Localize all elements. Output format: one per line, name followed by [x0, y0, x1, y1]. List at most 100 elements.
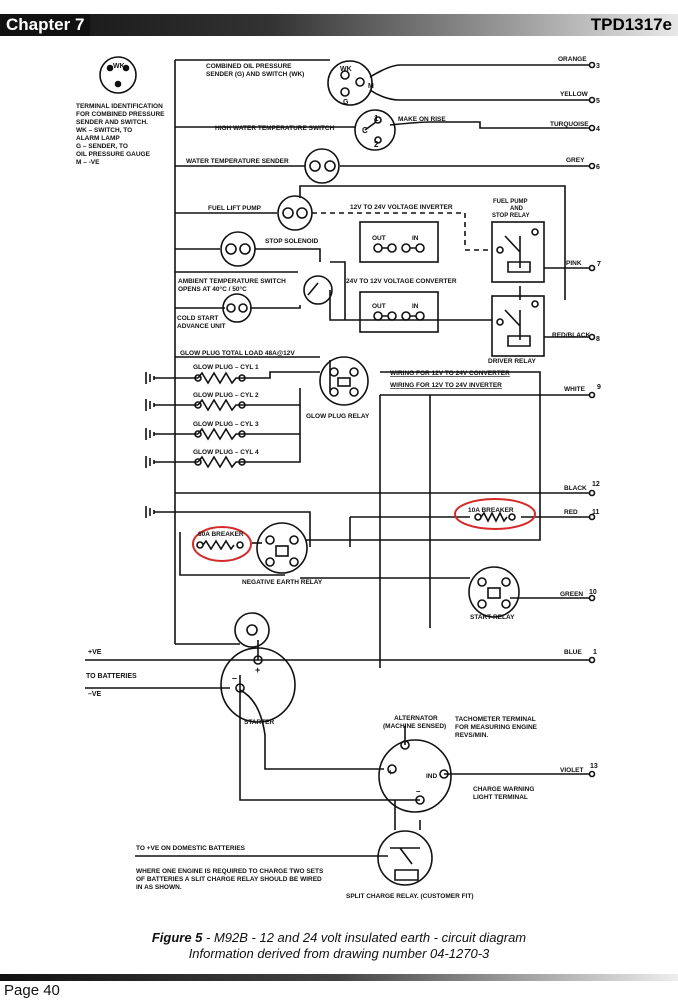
circuit-diagram: WK WK G M C 1 2 TERMINAL IDENTIFICATION … — [76, 56, 601, 900]
oil-pressure-label-1: COMBINED OIL PRESSURE — [206, 63, 292, 70]
ambient-switch-label-2: OPENS AT 40°C / 50°C — [178, 285, 247, 293]
inverter-label: 12V TO 24V VOLTAGE INVERTER — [350, 204, 453, 211]
svg-text:7: 7 — [597, 261, 601, 268]
chapter-label: Chapter 7 — [0, 14, 91, 36]
pressure-connector-symbol — [99, 56, 137, 94]
svg-text:10: 10 — [589, 589, 597, 596]
wire-blue: BLUE — [564, 649, 582, 656]
svg-text:SENDER AND SWITCH.: SENDER AND SWITCH. — [76, 119, 148, 126]
switch-pin-c: C — [362, 126, 368, 135]
figure-subtitle: Information derived from drawing number … — [188, 946, 490, 961]
svg-text:13: 13 — [590, 763, 598, 770]
converter-label: 24V TO 12V VOLTAGE CONVERTER — [346, 278, 457, 285]
wire-yellow: YELLOW — [560, 91, 589, 98]
voltage-converter-box — [359, 291, 439, 333]
cold-start-label-2: ADVANCE UNIT — [177, 323, 226, 330]
make-on-rise-label: MAKE ON RISE — [398, 116, 446, 123]
split-note-1: WHERE ONE ENGINE IS REQUIRED TO CHARGE T… — [136, 868, 324, 875]
svg-text:1: 1 — [593, 649, 597, 656]
breaker-10a — [454, 498, 536, 530]
figure-caption: Figure 5 - M92B - 12 and 24 volt insulat… — [0, 930, 678, 945]
start-relay-label: START RELAY — [470, 614, 515, 621]
page-footer: Page 40 — [0, 968, 678, 1000]
svg-text:OIL PRESSURE GAUGE: OIL PRESSURE GAUGE — [76, 151, 151, 158]
plus-ve-label: +VE — [88, 649, 102, 656]
wire-turquoise: TURQUOISE — [550, 121, 589, 128]
starter-label: STARTER — [244, 719, 275, 726]
footer-bar — [0, 974, 678, 981]
svg-text:8: 8 — [596, 336, 600, 343]
svg-text:12: 12 — [592, 481, 600, 488]
svg-text:G – SENDER, TO: G – SENDER, TO — [76, 143, 128, 150]
svg-text:TERMINAL IDENTIFICATION: TERMINAL IDENTIFICATION — [76, 103, 163, 110]
svg-text:11: 11 — [592, 509, 600, 516]
charge-warning-label-2: LIGHT TERMINAL — [473, 794, 528, 801]
earth-symbols — [145, 372, 160, 518]
svg-text:ALARM LAMP: ALARM LAMP — [76, 135, 120, 142]
wire-black: BLACK — [564, 485, 587, 492]
converter-out-label: OUT — [372, 303, 386, 310]
svg-text:WK – SWITCH, TO: WK – SWITCH, TO — [76, 127, 132, 134]
oil-pressure-sender — [327, 60, 373, 106]
starter-plus: + — [255, 665, 260, 675]
fuel-lift-pump-label: FUEL LIFT PUMP — [208, 205, 262, 212]
wire-green: GREEN — [560, 591, 583, 598]
cold-start-label-1: COLD START — [177, 315, 218, 322]
alternator-plus: + — [388, 768, 393, 777]
breaker-10a-label: 10A BREAKER — [468, 507, 514, 514]
alternator — [378, 739, 452, 813]
header-bar — [0, 14, 678, 36]
inverter-out-label: OUT — [372, 235, 386, 242]
ambient-temp-switch — [303, 275, 333, 305]
fuel-pump-relay-label-1: FUEL PUMP — [493, 199, 528, 205]
wiring-converter-label: WIRING FOR 12V TO 24V CONVERTER — [390, 370, 510, 377]
negative-earth-relay — [256, 522, 308, 574]
page-header: Chapter 7 TPD1317e — [0, 0, 678, 40]
svg-text:9: 9 — [597, 384, 601, 391]
high-water-temp-label: HIGH WATER TEMPERATURE SWITCH — [215, 125, 335, 132]
glow-plug-cyl2: GLOW PLUG – CYL 2 — [193, 392, 259, 399]
driver-relay-label: DRIVER RELAY — [488, 358, 536, 365]
split-note-3: IN AS SHOWN. — [136, 884, 182, 891]
cold-start-advance-unit — [222, 293, 252, 323]
start-relay — [468, 566, 520, 618]
negative-earth-relay-label: NEGATIVE EARTH RELAY — [242, 579, 323, 586]
water-temp-sender — [304, 148, 340, 184]
svg-text:6: 6 — [596, 164, 600, 171]
stop-solenoid-label: STOP SOLENOID — [265, 238, 319, 245]
sender-pin-m: M — [368, 83, 374, 90]
tachometer-label-1: TACHOMETER TERMINAL — [455, 716, 536, 723]
switch-pin-1: 1 — [374, 114, 379, 123]
fuel-pump-relay-label-3: STOP RELAY — [492, 213, 530, 219]
svg-text:FOR COMBINED PRESSURE: FOR COMBINED PRESSURE — [76, 111, 165, 118]
svg-text:4: 4 — [596, 126, 600, 133]
wiring — [85, 59, 590, 857]
svg-text:5: 5 — [596, 98, 600, 105]
minus-ve-label: –VE — [88, 691, 102, 698]
wire-red-black: RED/BLACK — [552, 332, 591, 339]
alternator-minus: – — [416, 787, 421, 796]
wire-grey: GREY — [566, 157, 585, 164]
domestic-label: TO +VE ON DOMESTIC BATTERIES — [136, 845, 246, 852]
inverter-in-label: IN — [412, 235, 419, 242]
document-number: TPD1317e — [590, 15, 672, 34]
alternator-label-1: ALTERNATOR — [394, 715, 438, 722]
glow-plug-cyl1: GLOW PLUG – CYL 1 — [193, 364, 259, 371]
glow-plug-relay — [319, 356, 369, 406]
svg-text:3: 3 — [596, 63, 600, 70]
breaker-80a — [192, 526, 252, 562]
glow-plug-cyl3: GLOW PLUG – CYL 3 — [193, 421, 259, 428]
driver-relay — [491, 295, 545, 357]
wire-white: WHITE — [564, 386, 586, 393]
glow-plug-total-label: GLOW PLUG TOTAL LOAD 48A@12V — [180, 350, 295, 357]
pin-wk: WK — [113, 63, 125, 70]
wire-violet: VIOLET — [560, 767, 584, 774]
fuel-pump-stop-relay — [491, 221, 545, 283]
charge-warning-label-1: CHARGE WARNING — [473, 786, 534, 793]
terminal-identification: TERMINAL IDENTIFICATION FOR COMBINED PRE… — [76, 103, 165, 166]
glow-plug-cyl4: GLOW PLUG – CYL 4 — [193, 449, 259, 456]
split-note-2: OF BATTERIES A SLIT CHARGE RELAY SHOULD … — [136, 876, 322, 883]
alternator-label-2: (MACHINE SENSED) — [383, 723, 446, 730]
tachometer-label-3: REVS/MIN. — [455, 732, 488, 739]
svg-text:M – -VE: M – -VE — [76, 159, 100, 166]
